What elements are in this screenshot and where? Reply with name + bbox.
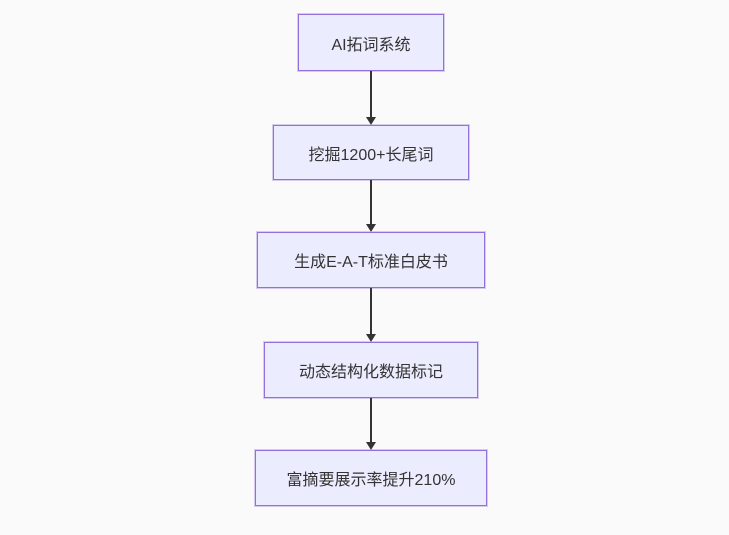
arrowhead-down-icon — [366, 224, 376, 232]
arrow-connector-3 — [366, 288, 376, 342]
flowchart-node-rich-snippet-rate: 富摘要展示率提升210% — [255, 450, 487, 506]
flowchart-node-eat-whitepaper: 生成E-A-T标准白皮书 — [257, 232, 485, 288]
flowchart-node-ai-word-expansion: AI拓词系统 — [298, 14, 444, 71]
arrowhead-down-icon — [366, 334, 376, 342]
arrow-line — [370, 71, 372, 117]
node-label: 富摘要展示率提升210% — [286, 472, 456, 489]
arrow-line — [370, 180, 372, 224]
arrow-line — [370, 398, 372, 442]
arrow-connector-2 — [366, 180, 376, 232]
node-label: 动态结构化数据标记 — [298, 364, 443, 381]
flowchart-node-structured-data-markup: 动态结构化数据标记 — [264, 342, 478, 398]
arrow-connector-1 — [366, 71, 376, 125]
arrow-connector-4 — [366, 398, 376, 450]
arrowhead-down-icon — [366, 442, 376, 450]
arrowhead-down-icon — [366, 117, 376, 125]
flowchart-node-longtail-keywords: 挖掘1200+长尾词 — [273, 125, 469, 180]
node-label: 生成E-A-T标准白皮书 — [294, 254, 448, 271]
arrow-line — [370, 288, 372, 334]
node-label: AI拓词系统 — [331, 36, 411, 54]
node-label: 挖掘1200+长尾词 — [308, 146, 434, 164]
